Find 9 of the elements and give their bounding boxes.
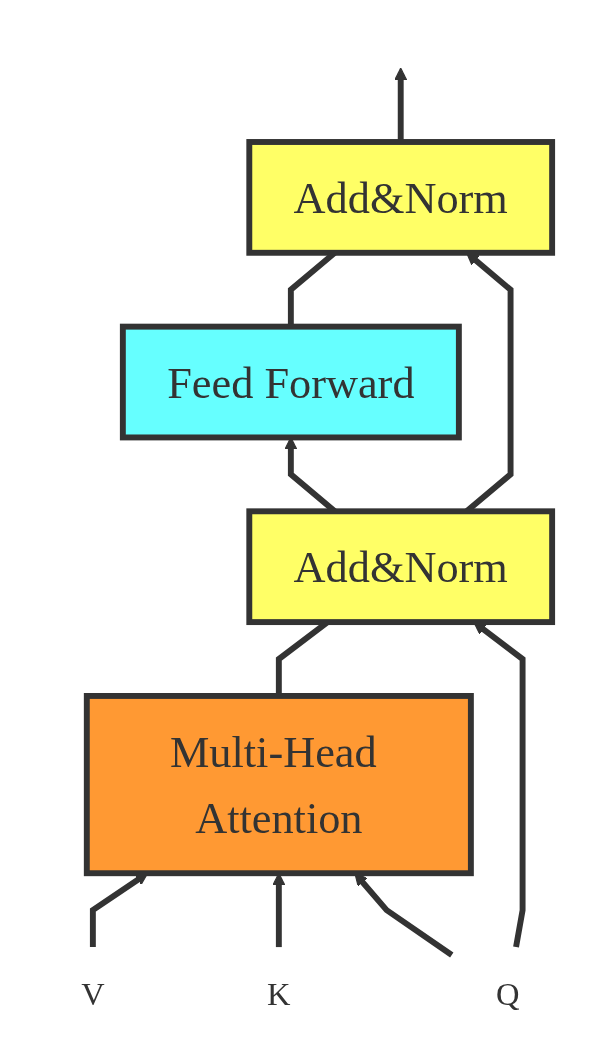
arrow [393,67,407,142]
node-text: V [80,974,105,1012]
node-box [246,138,555,256]
diagram-drawing: Add&Norm Feed Forward Add&Norm Multi-Head Attention V K Q [24,11,576,1052]
node-text: Q [495,974,520,1012]
node-box [246,507,555,625]
node-text: K [266,974,291,1012]
node-box [83,692,474,876]
node-box [119,323,462,440]
